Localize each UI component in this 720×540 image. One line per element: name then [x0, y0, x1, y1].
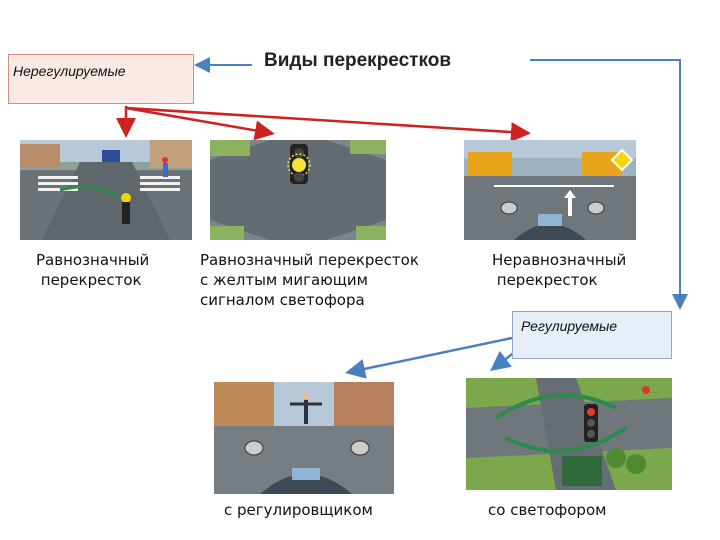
caption-equal: Равнозначный перекресток: [36, 251, 150, 289]
photo-traffic-officer: [214, 382, 394, 494]
caption-yellow: Равнозначный перекресток с желтым мигающ…: [200, 251, 419, 309]
diagram-title: Виды перекрестков: [264, 50, 452, 71]
arrow-unreg-to-unequal: [125, 106, 531, 143]
unregulated-label: Нерегулируемые: [13, 63, 126, 79]
unregulated-box: Нерегулируемые: [8, 54, 194, 104]
regulated-box: Регулируемые: [512, 311, 672, 359]
arrow-unreg-to-yellow: [125, 106, 275, 141]
photo-traffic-lights: [466, 378, 672, 490]
photo-yellow-light-crossroad: [210, 140, 386, 240]
photo-equal-crossroad: [20, 140, 192, 240]
arrow-reg-to-officer: [345, 336, 513, 379]
photo-unequal-crossroad: [464, 140, 636, 240]
caption-lights: со светофором: [488, 501, 607, 519]
arrow-title-to-regulated: [530, 59, 688, 310]
caption-unequal: Неравнозначный перекресток: [492, 251, 627, 289]
regulated-label: Регулируемые: [521, 318, 618, 334]
caption-officer: с регулировщиком: [224, 501, 373, 519]
